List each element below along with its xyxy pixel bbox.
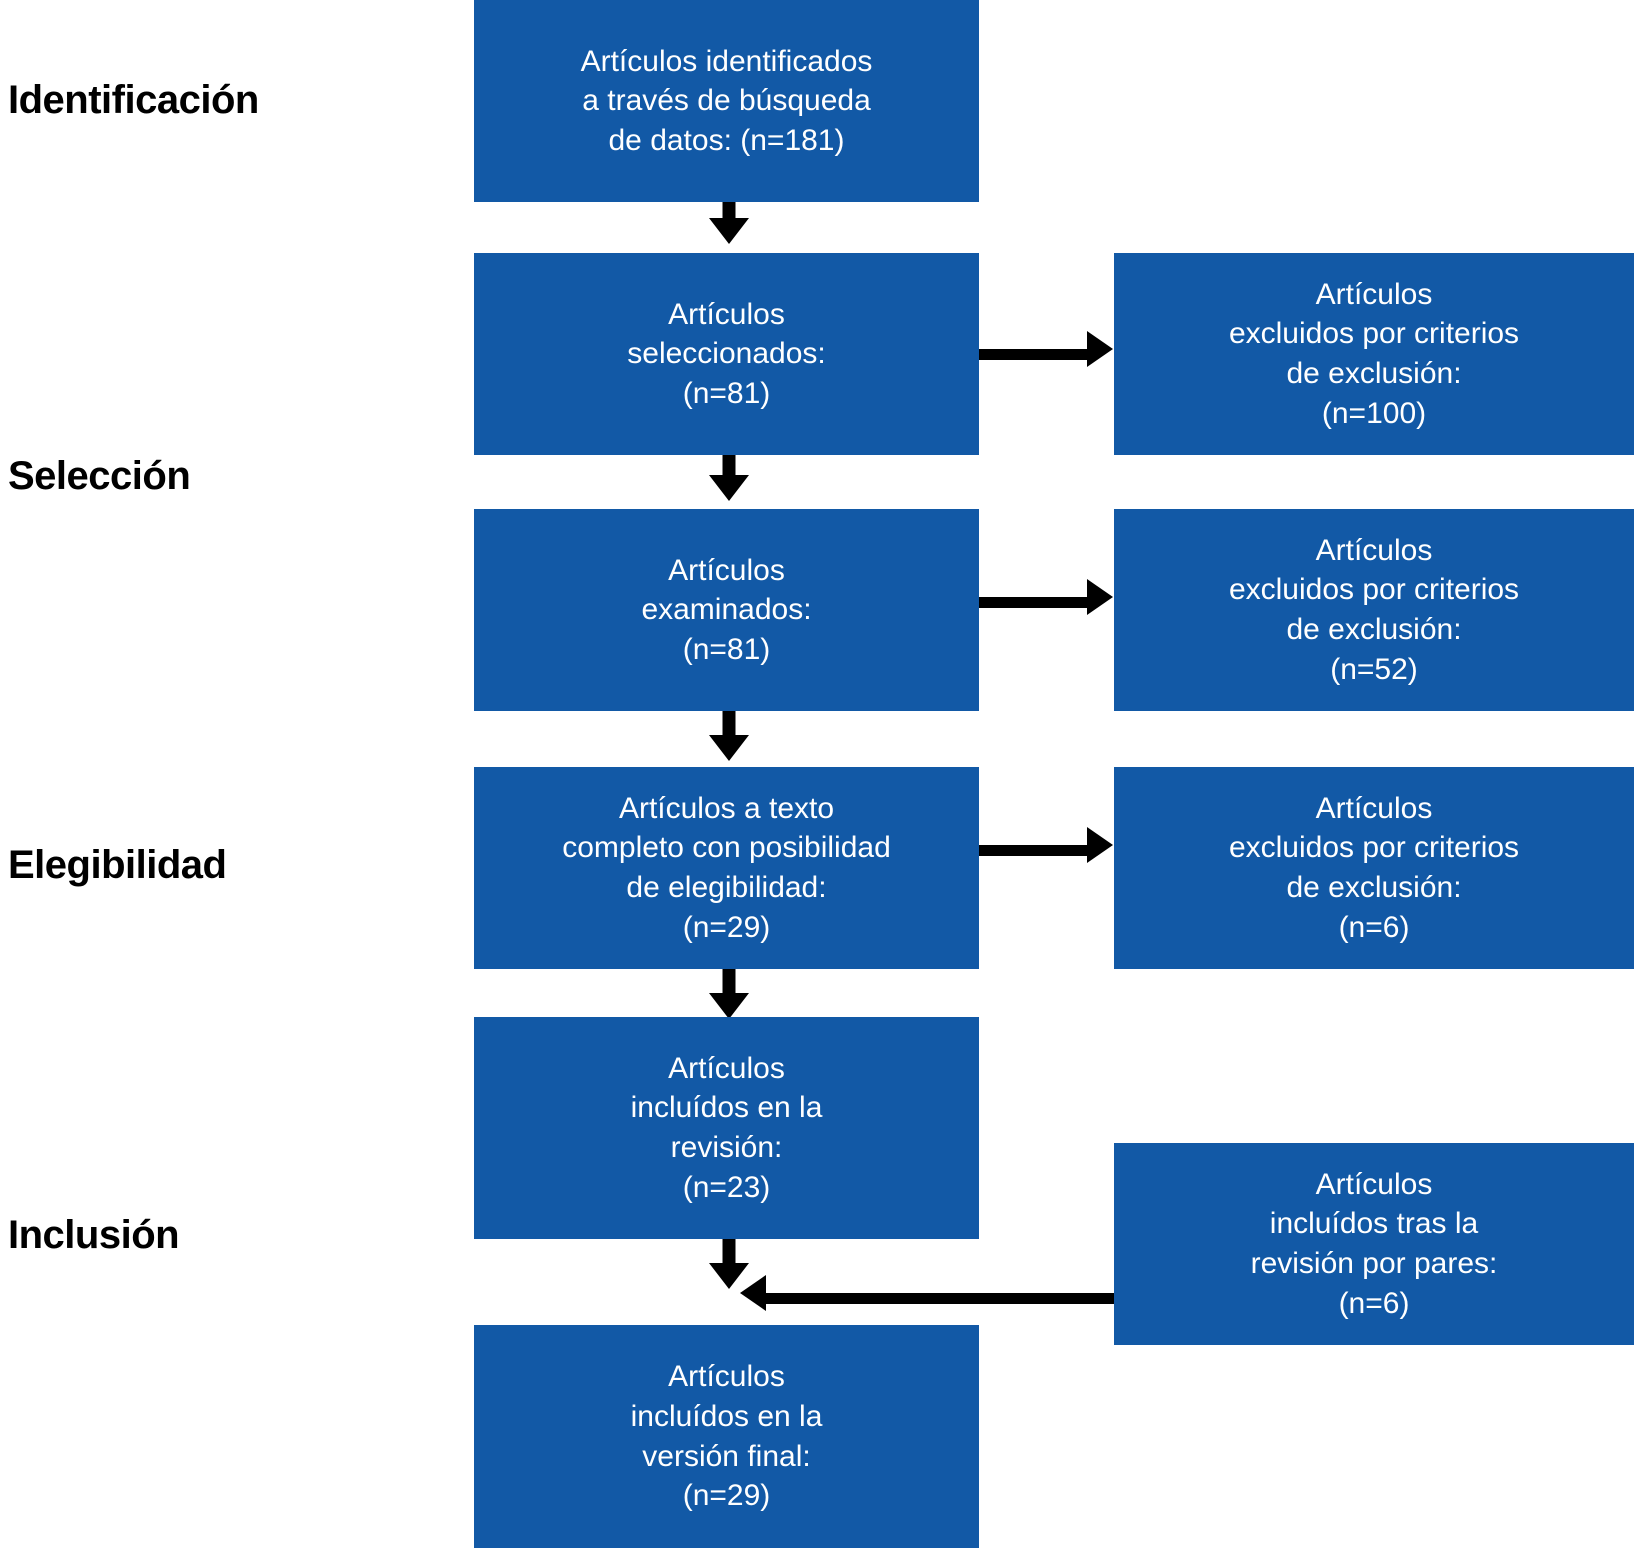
- box-line: incluídos en la: [630, 1399, 823, 1433]
- box-line: examinados:: [641, 593, 812, 627]
- box-articulos-texto-completo: Artículos a texto completo con posibilid…: [474, 767, 979, 969]
- box-line: Artículos: [1315, 277, 1433, 311]
- box-line: de exclusión:: [1286, 871, 1462, 904]
- box-articulos-version-final: Artículos incluídos en la versión final:…: [474, 1325, 979, 1548]
- box-articulos-incluidos-revision: Artículos incluídos en la revisión: (n=2…: [474, 1017, 979, 1239]
- box-line: Artículos: [1315, 1167, 1433, 1201]
- box-line: a través de búsqueda: [582, 84, 871, 118]
- box-line: de datos: (n=181): [608, 123, 845, 157]
- box-line: excluidos por criterios: [1228, 317, 1520, 351]
- box-line: (n=100): [1321, 396, 1427, 430]
- stage-label-seleccion: Selección: [8, 454, 191, 498]
- box-line: incluídos tras la: [1269, 1207, 1479, 1241]
- box-line: (n=52): [1330, 652, 1418, 686]
- box-line: (n=23): [682, 1170, 771, 1204]
- stage-label-elegibilidad: Elegibilidad: [8, 843, 227, 887]
- box-line: (n=6): [1338, 1286, 1410, 1320]
- box-line: excluidos por criterios: [1228, 573, 1520, 607]
- box-line: revisión:: [670, 1131, 783, 1164]
- box-line: Artículos: [1315, 533, 1433, 567]
- box-line: Artículos: [668, 1360, 785, 1394]
- stage-label-inclusion: Inclusión: [8, 1213, 180, 1257]
- box-articulos-excluidos-2: Artículos excluidos por criterios de exc…: [1114, 509, 1634, 711]
- box-line: (n=81): [682, 632, 771, 666]
- box-line: versión final:: [642, 1439, 811, 1473]
- box-articulos-excluidos-1: Artículos excluidos por criterios de exc…: [1114, 253, 1634, 455]
- box-line: de elegibilidad:: [626, 871, 827, 904]
- box-line: Artículos: [668, 553, 785, 587]
- stage-label-identificacion: Identificación: [8, 78, 259, 122]
- box-line: (n=6): [1338, 910, 1410, 944]
- box-articulos-seleccionados: Artículos seleccionados: (n=81): [474, 253, 979, 455]
- box-articulos-excluidos-3: Artículos excluidos por criterios de exc…: [1114, 767, 1634, 969]
- box-line: Artículos: [668, 1051, 785, 1085]
- box-line: completo con posibilidad: [562, 831, 891, 865]
- box-line: (n=29): [682, 1479, 771, 1513]
- box-line: Artículos: [668, 297, 785, 331]
- box-line: revisión por pares:: [1250, 1247, 1498, 1280]
- box-line: de exclusión:: [1286, 613, 1462, 646]
- box-line: seleccionados:: [627, 337, 826, 371]
- box-line: de exclusión:: [1286, 357, 1462, 390]
- box-articulos-identificados: Artículos identificados a través de búsq…: [474, 0, 979, 202]
- box-line: (n=81): [682, 376, 771, 410]
- box-line: (n=29): [682, 910, 771, 944]
- box-line: Artículos: [1315, 791, 1433, 825]
- box-line: Artículos identificados: [580, 44, 873, 78]
- box-articulos-incluidos-pares: Artículos incluídos tras la revisión por…: [1114, 1143, 1634, 1345]
- box-line: incluídos en la: [630, 1091, 823, 1125]
- box-articulos-examinados: Artículos examinados: (n=81): [474, 509, 979, 711]
- box-line: Artículos a texto: [618, 791, 835, 825]
- box-line: excluidos por criterios: [1228, 831, 1520, 865]
